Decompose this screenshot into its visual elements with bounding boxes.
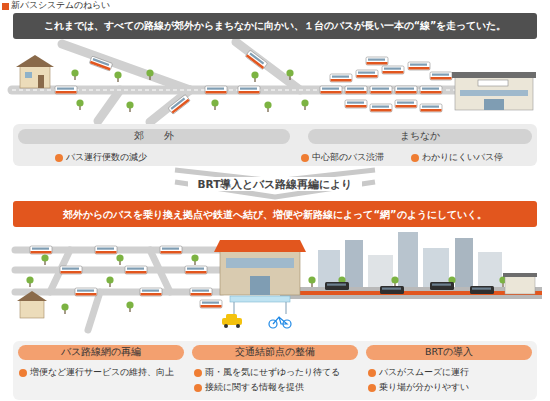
effect-note: 増便など運行サービスの維持、向上 xyxy=(30,366,174,377)
bullet-dot xyxy=(368,384,376,392)
bicycle xyxy=(269,317,291,328)
measure-pill: 交通結節点の整備 xyxy=(192,345,358,360)
problem-panel xyxy=(13,124,537,166)
node-text: 郊外からのバスを乗り換え拠点や鉄道へ結び、増便や新路線によって“網”のようにして… xyxy=(63,209,486,220)
transfer-hub xyxy=(200,240,306,314)
bullet-dot xyxy=(194,384,202,392)
station-top xyxy=(452,72,536,110)
bullet-dot xyxy=(368,369,376,377)
brt-road xyxy=(280,287,542,299)
bullet-dot xyxy=(411,154,419,162)
effect-note: 雨・風を気にせずゆったり待てる xyxy=(205,366,340,377)
effect-note: 接続に関する情報を提供 xyxy=(205,381,304,392)
area-pill: まちなか xyxy=(308,129,532,144)
measure-pill: バス路線網の再編 xyxy=(18,345,184,360)
station-small xyxy=(503,273,537,294)
trees-top xyxy=(71,69,308,112)
measures-panel xyxy=(13,341,537,400)
trees-bottom xyxy=(26,254,198,314)
bullet-dot xyxy=(19,369,27,377)
house-bottom xyxy=(17,291,47,318)
diagram-title: 新バスシステムのねらい xyxy=(11,0,110,12)
problem-note: わかりにくいバス停 xyxy=(422,151,503,162)
buses-top xyxy=(55,50,452,114)
buses-bottom xyxy=(30,246,212,296)
house-top xyxy=(16,55,54,88)
bullet-dot xyxy=(194,369,202,377)
problem-note: 中心部のバス渋滞 xyxy=(312,151,384,162)
node-text: BRTの導入 xyxy=(425,347,473,357)
bullet-dot xyxy=(55,154,63,162)
node-text: まちなか xyxy=(400,131,440,141)
bullet-dot xyxy=(301,154,309,162)
effect-note: 乗り場が分かりやすい xyxy=(379,381,469,392)
transition-label: BRT導入とバス路線再編により xyxy=(170,178,380,191)
node-text: これまでは、すべての路線が郊外からまちなかに向かい、１台のバスが長い一本の“線”… xyxy=(44,21,507,32)
goal-band: 郊外からのバスを乗り換え拠点や鉄道へ結び、増便や新路線によって“網”のようにして… xyxy=(13,201,537,227)
city-buildings xyxy=(308,232,506,287)
car xyxy=(222,314,242,328)
node-text: 交通結節点の整備 xyxy=(235,347,315,357)
node-text: 郊 外 xyxy=(134,131,174,141)
brt-buses xyxy=(325,282,494,294)
area-pill: 郊 外 xyxy=(18,129,290,144)
suburb-roads xyxy=(12,42,455,122)
node-text: バス路線網の再編 xyxy=(61,347,141,357)
problem-note: バス運行便数の減少 xyxy=(66,151,147,162)
title-marker xyxy=(2,3,9,10)
summary-band: これまでは、すべての路線が郊外からまちなかに向かい、１台のバスが長い一本の“線”… xyxy=(13,13,537,39)
network-roads xyxy=(15,250,222,330)
effect-note: バスがスムーズに運行 xyxy=(379,366,469,377)
measure-pill: BRTの導入 xyxy=(366,345,532,360)
